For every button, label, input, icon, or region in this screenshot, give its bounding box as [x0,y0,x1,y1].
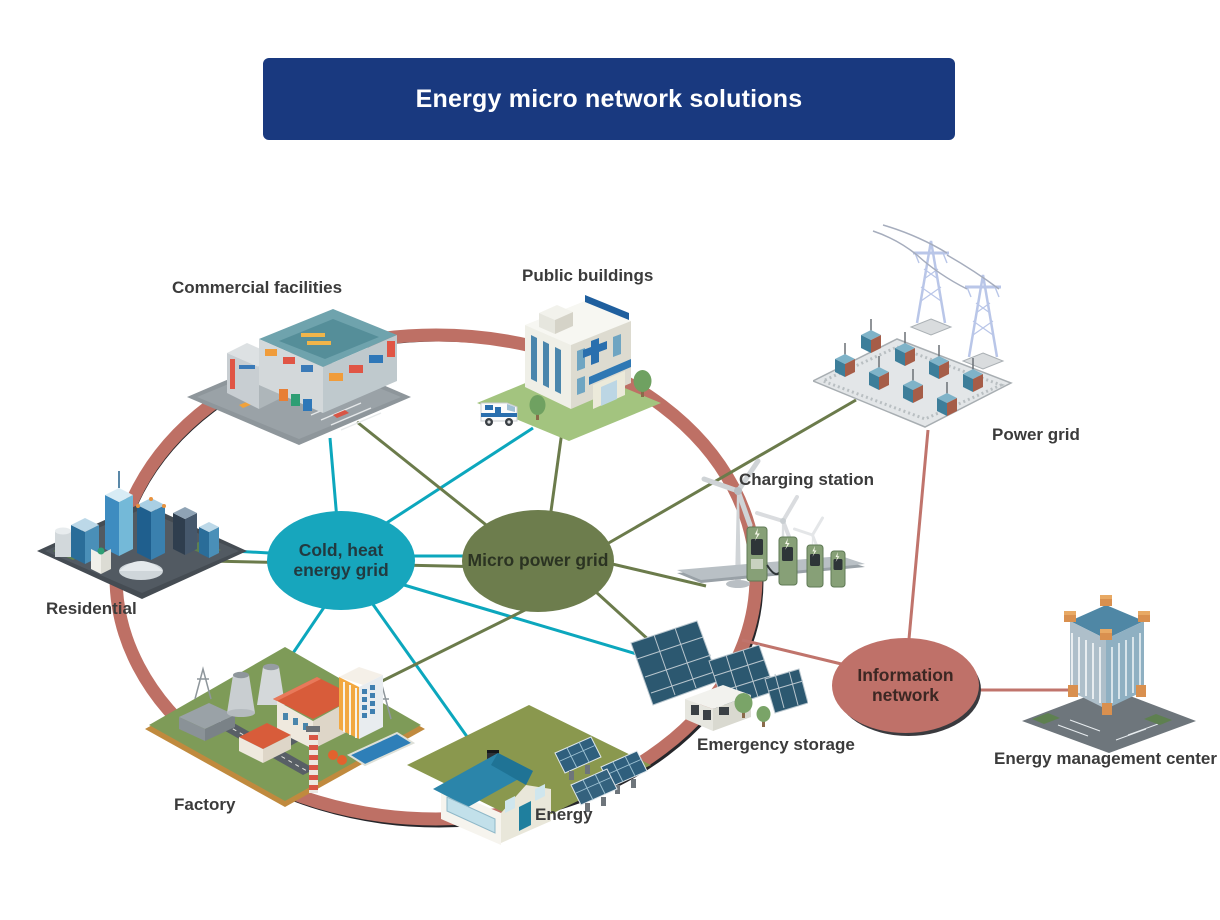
factory-illustration [143,633,428,818]
hub-cold-heat-energy-grid: Cold, heat energy grid [267,511,415,610]
energy-illustration [403,693,655,845]
label-emergency-storage: Emergency storage [697,735,855,754]
hub-cold-heat-label: Cold, heat energy grid [293,539,389,580]
label-power-grid: Power grid [992,425,1080,444]
title-banner: Energy micro network solutions [263,58,955,140]
information-links [741,429,1075,692]
emergency-storage-illustration [623,603,808,755]
power-grid-illustration [813,223,1018,441]
label-commercial-facilities: Commercial facilities [172,278,343,297]
label-energy-management-center: Energy management center [994,749,1217,768]
ev-charger-icons [746,526,846,588]
solar-panel-icons [554,736,648,812]
public-buildings-illustration [473,283,665,451]
hub-information-label: Information network [857,664,954,705]
hub-micro-power-grid: Micro power grid [462,510,614,612]
label-energy: Energy [535,805,593,824]
label-public-buildings: Public buildings [522,266,654,285]
label-factory: Factory [174,795,236,814]
hub-micro-power-label: Micro power grid [467,550,609,571]
ambulance-icon [480,402,518,426]
residential-illustration [33,453,251,611]
label-residential: Residential [46,599,137,618]
page-title: Energy micro network solutions [415,84,803,113]
tower-corner-caps [1064,595,1150,640]
charging-station-illustration [663,443,875,605]
commercial-facilities-illustration [183,293,415,455]
energy-management-center-illustration [1018,563,1200,755]
solar-array-icons [630,620,808,714]
label-charging-station: Charging station [739,470,875,489]
hub-information-network: Information network [832,638,979,733]
